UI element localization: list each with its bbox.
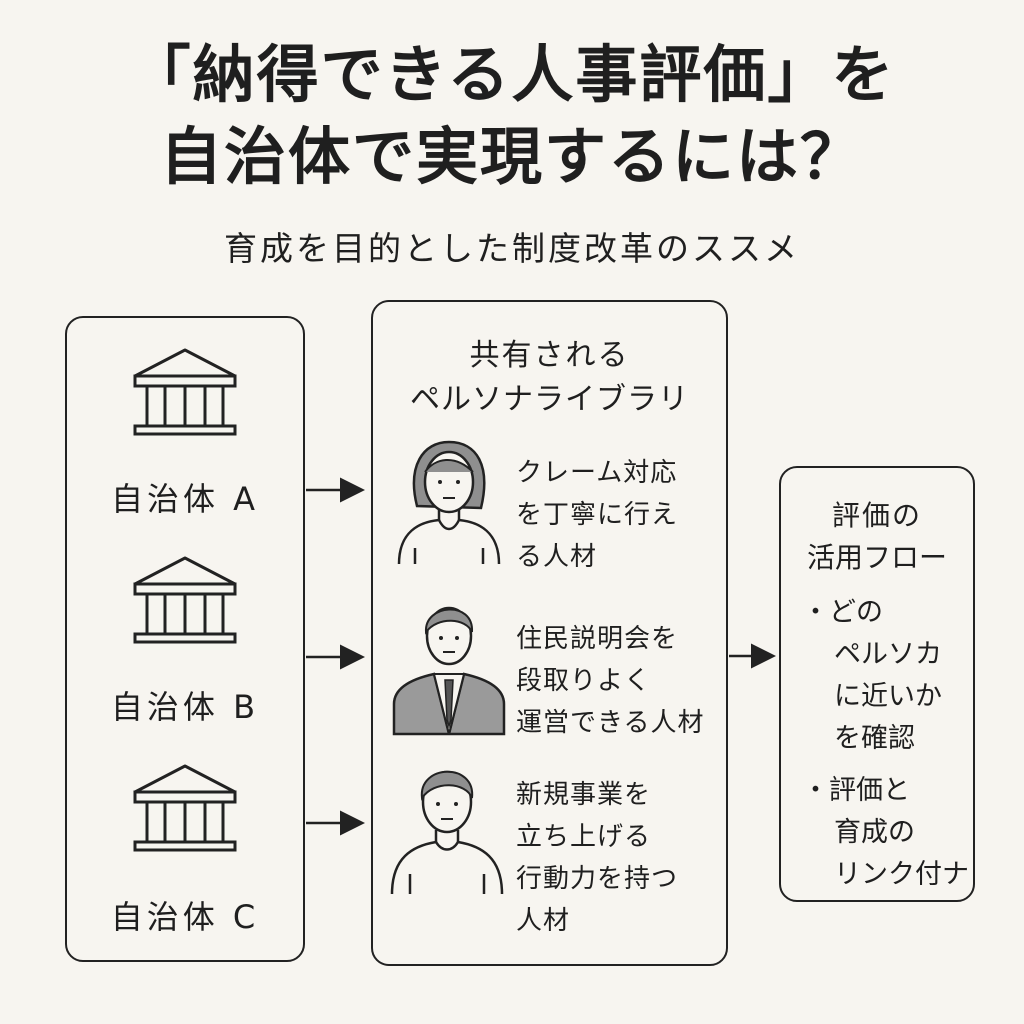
library-title-2: ペルソナライブラリ [410, 382, 689, 417]
municipalities-panel [65, 316, 305, 962]
man-avatar-icon [390, 770, 504, 895]
evaluation-flow-panel [779, 466, 975, 902]
subtitle: 育成を目的とした制度改革のススメ [224, 229, 800, 268]
persona-1-text: クレーム対応 を丁寧に行え る人材 [516, 452, 678, 578]
persona-library-panel [371, 300, 728, 966]
flow-bullet-line: ・評価と [802, 775, 910, 806]
persona-1-line: を丁寧に行え [516, 500, 679, 530]
persona-3-text: 新規事業を 立ち上げる 行動力を持つ 人材 [516, 774, 678, 942]
government-building-icon [129, 346, 241, 446]
persona-2-line: 段取りよく [516, 666, 652, 696]
title-line-1: 「納得できる人事評価」を [128, 38, 896, 111]
persona-3-line: 行動力を持つ [516, 864, 679, 894]
persona-2-line: 住民説明会を [516, 624, 679, 654]
persona-3-line: 立ち上げる [516, 822, 652, 852]
flow-title-2: 活用フロー [806, 541, 947, 574]
flow-bullet-1: ・どの ペルソカ に近いか を確認 [802, 592, 942, 760]
flow-bullet-line: 育成の [834, 817, 915, 848]
title-line-2: 自治体で実現するには？ [159, 120, 864, 193]
government-building-icon [129, 554, 241, 654]
flow-bullet-line: を確認 [834, 723, 915, 754]
persona-1-line: る人材 [516, 542, 598, 572]
flow-bullet-2: ・評価と 育成の リンク付ナ [802, 770, 969, 896]
businessman-avatar-icon [392, 606, 506, 736]
flow-bullet-line: ・どの [802, 597, 883, 628]
municipality-label-c: 自治体 C [110, 898, 260, 936]
municipality-label-b: 自治体 B [110, 688, 260, 726]
flow-bullet-line: に近いか [834, 681, 942, 712]
municipality-label-a: 自治体 A [110, 480, 260, 518]
library-title-1: 共有される [469, 338, 630, 373]
flow-title-1: 評価の [831, 499, 922, 532]
flow-bullet-line: リンク付ナ [834, 859, 969, 890]
government-building-icon [129, 762, 241, 862]
flow-bullet-line: ペルソカ [834, 639, 942, 670]
persona-2-line: 運営できる人材 [516, 708, 705, 738]
persona-1-line: クレーム対応 [516, 458, 678, 488]
woman-avatar-icon [397, 440, 501, 565]
persona-3-line: 新規事業を [516, 780, 652, 810]
persona-2-text: 住民説明会を 段取りよく 運営できる人材 [516, 618, 704, 744]
persona-3-line: 人材 [516, 906, 571, 936]
